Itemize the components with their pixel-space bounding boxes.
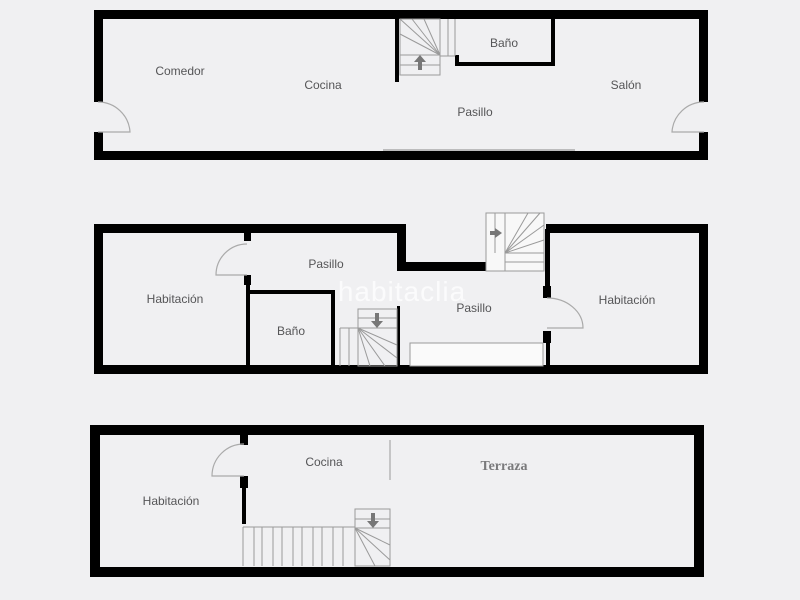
ground-floor-stairs bbox=[399, 18, 456, 76]
second-floor-stairs bbox=[354, 440, 391, 567]
arrow-right-icon bbox=[490, 228, 502, 238]
first-floor-walls bbox=[94, 224, 708, 374]
first-floor-stairs-down bbox=[339, 308, 398, 367]
arrow-down-icon bbox=[371, 313, 383, 328]
room-label-habitacion-right: Habitación bbox=[598, 293, 656, 307]
room-label-comedor: Comedor bbox=[155, 64, 205, 78]
watermark: habitaclia bbox=[337, 276, 467, 307]
room-label-pasillo-upper: Pasillo bbox=[308, 257, 344, 271]
ground-floor-left-door bbox=[97, 101, 131, 133]
ground-floor-right-door bbox=[671, 101, 705, 133]
room-label-cocina: Cocina bbox=[304, 78, 342, 92]
room-label-habitacion-left: Habitación bbox=[146, 292, 204, 306]
room-label-salon: Salón bbox=[610, 78, 642, 92]
room-label-cocina: Cocina bbox=[305, 455, 343, 469]
second-floor-walls bbox=[90, 425, 704, 577]
second-floor bbox=[90, 425, 704, 577]
first-floor-stairs-right bbox=[485, 212, 545, 272]
first-floor-right-door bbox=[546, 297, 584, 329]
first-floor bbox=[94, 212, 708, 374]
room-label-bano: Baño bbox=[276, 324, 306, 338]
room-label-pasillo-lower: Pasillo bbox=[456, 301, 492, 315]
arrow-up-icon bbox=[414, 55, 426, 70]
first-floor-fixture bbox=[409, 342, 544, 367]
arrow-down-icon bbox=[367, 513, 379, 528]
room-label-pasillo: Pasillo bbox=[457, 105, 493, 119]
room-label-bano: Baño bbox=[489, 36, 519, 50]
room-label-terraza: Terraza bbox=[480, 459, 528, 474]
ground-floor bbox=[94, 10, 708, 160]
ground-floor-walls bbox=[94, 10, 708, 160]
second-floor-door bbox=[211, 443, 245, 477]
first-floor-left-door bbox=[215, 243, 248, 276]
room-label-habitacion: Habitación bbox=[142, 494, 200, 508]
